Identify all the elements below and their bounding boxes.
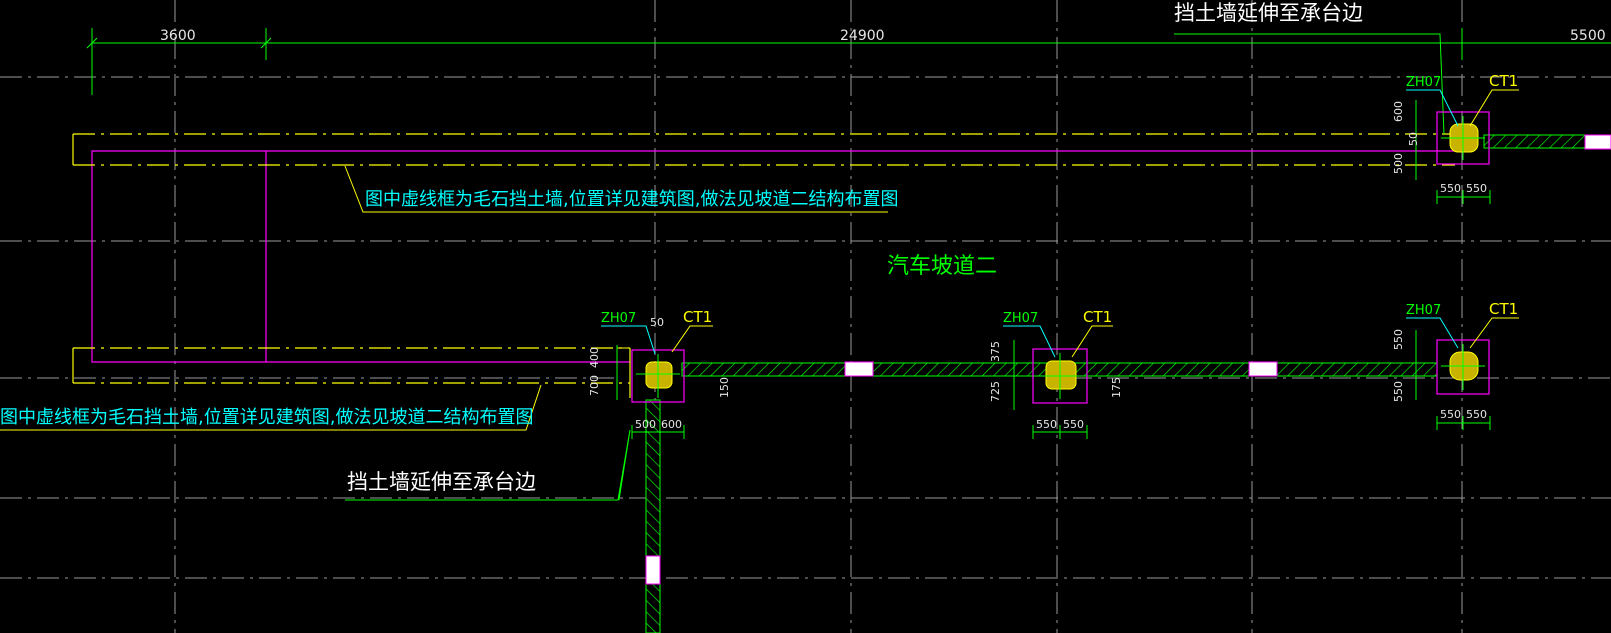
dim-550: 550 bbox=[1440, 408, 1461, 421]
dim-550: 550 bbox=[1036, 418, 1057, 431]
dim-550: 550 bbox=[1392, 329, 1405, 350]
leader-extend-bottom bbox=[345, 429, 631, 501]
pile-cap-ct1[interactable] bbox=[617, 347, 685, 403]
leader-extend-top bbox=[1174, 33, 1445, 135]
note-leader-lower bbox=[0, 384, 542, 431]
pile-cap-ct1[interactable] bbox=[1032, 348, 1088, 404]
dimension-3600: 3600 bbox=[160, 28, 196, 44]
dim-500: 500 bbox=[635, 418, 656, 431]
dimension-string-top[interactable] bbox=[86, 28, 1611, 95]
dim-600: 600 bbox=[661, 418, 682, 431]
dim-375: 375 bbox=[989, 341, 1002, 362]
wall-opening bbox=[1584, 134, 1611, 150]
dim-175: 175 bbox=[1110, 377, 1123, 398]
pile-cap-tag-ct1: CT1 bbox=[683, 308, 712, 326]
ramp-outline[interactable] bbox=[91, 139, 1456, 363]
pile-cap-tag-ct1: CT1 bbox=[1489, 72, 1518, 90]
pile-tag-leaders bbox=[601, 89, 1519, 358]
dim-550: 550 bbox=[1466, 408, 1487, 421]
pile-cap-ct1[interactable] bbox=[1436, 339, 1490, 395]
dim-550: 550 bbox=[1440, 182, 1461, 195]
note-wall-extend-bottom: 挡土墙延伸至承台边 bbox=[347, 470, 536, 494]
pile-cap-tag-ct1: CT1 bbox=[1083, 308, 1112, 326]
wall-opening bbox=[1248, 361, 1278, 377]
pile-zh07 bbox=[645, 361, 673, 389]
label-ramp-2: 汽车坡道二 bbox=[887, 254, 997, 279]
dim-725: 725 bbox=[989, 381, 1002, 402]
pile-tag-zh07: ZH07 bbox=[1406, 303, 1441, 318]
dim-150: 150 bbox=[718, 377, 731, 398]
dim-700: 700 bbox=[588, 375, 601, 396]
wall-opening bbox=[645, 555, 661, 585]
concrete-wall-top-right[interactable] bbox=[1483, 134, 1611, 150]
pile-cap-ct1[interactable] bbox=[1436, 111, 1490, 165]
note-leader-upper bbox=[344, 165, 888, 213]
dim-400: 400 bbox=[588, 347, 601, 368]
pile-cap-tag-ct1: CT1 bbox=[1489, 300, 1518, 318]
dim-500: 500 bbox=[1392, 153, 1405, 174]
dim-550: 550 bbox=[1392, 381, 1405, 402]
note-wall-extend-top: 挡土墙延伸至承台边 bbox=[1174, 1, 1363, 25]
note-dashed-box-upper: 图中虚线框为毛石挡土墙,位置详见建筑图,做法见坡道二结构布置图 bbox=[365, 189, 898, 210]
pile-zh07 bbox=[1045, 360, 1077, 390]
pile-tag-zh07: ZH07 bbox=[601, 311, 636, 326]
dim-550: 550 bbox=[1466, 182, 1487, 195]
wall-opening bbox=[844, 361, 874, 377]
dim-550: 550 bbox=[1063, 418, 1084, 431]
stone-retaining-wall-lower[interactable] bbox=[72, 347, 631, 398]
concrete-wall-vertical[interactable] bbox=[645, 399, 661, 633]
dim-50: 50 bbox=[1407, 132, 1420, 146]
note-dashed-box-lower: 图中虚线框为毛石挡土墙,位置详见建筑图,做法见坡道二结构布置图 bbox=[0, 407, 533, 428]
stone-retaining-wall-upper[interactable] bbox=[72, 133, 1455, 166]
pile-tag-zh07: ZH07 bbox=[1003, 311, 1038, 326]
local-dimension-lines bbox=[616, 100, 1491, 439]
dim-600: 600 bbox=[1392, 101, 1405, 122]
pile-tag-zh07: ZH07 bbox=[1406, 75, 1441, 90]
dimension-24900: 24900 bbox=[840, 28, 885, 44]
dim-50: 50 bbox=[650, 316, 664, 329]
dimension-5500: 5500 bbox=[1570, 28, 1606, 44]
